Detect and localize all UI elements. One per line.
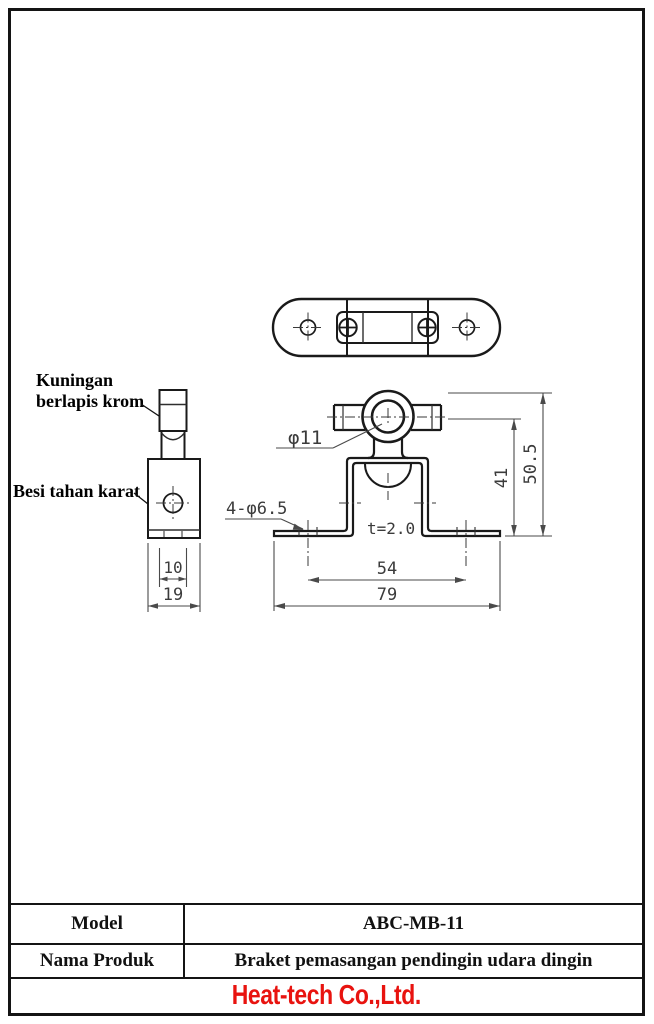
phillips-screw-right xyxy=(417,317,437,338)
dimension-hole-pitch-54: 54 xyxy=(308,559,466,583)
dim-text-19: 19 xyxy=(163,585,183,605)
side-saddle-arc xyxy=(160,432,186,441)
dim-text-79: 79 xyxy=(377,585,397,605)
dim-text-50-5: 50.5 xyxy=(521,444,541,485)
callout-hole-diameter: φ11 xyxy=(276,423,383,449)
callout-flange-holes: 4-φ6.5 xyxy=(225,499,304,530)
dim-text-thickness: t=2.0 xyxy=(367,519,415,538)
dimension-height-41: 41 xyxy=(448,418,521,536)
dim-text-54: 54 xyxy=(377,559,397,579)
leader-line-stainless xyxy=(133,492,149,505)
leader-line-brass xyxy=(140,403,160,417)
product-name-value: Braket pemasangan pendingin udara dingin xyxy=(234,950,593,972)
company-name: Heat-tech Co.,Ltd. xyxy=(231,979,422,1010)
dimension-knob-width-10: 10 xyxy=(158,548,188,587)
phillips-screw-left xyxy=(338,317,358,338)
material-label-stainless-text: Besi tahan karat xyxy=(13,481,140,501)
dim-text-4-phi6-5: 4-φ6.5 xyxy=(226,499,287,519)
page-border-frame xyxy=(8,8,645,1016)
side-body xyxy=(147,458,201,539)
side-view xyxy=(147,389,201,539)
title-block-row-product: Nama Produk Braket pemasangan pendingin … xyxy=(11,945,642,979)
top-view-obround-outline xyxy=(271,297,502,358)
material-label-brass-line1: Kuningan xyxy=(36,370,113,390)
dim-text-41: 41 xyxy=(492,468,512,488)
title-block-row-model: Model ABC-MB-11 xyxy=(11,905,642,946)
dim-text-phi11: φ11 xyxy=(288,427,322,449)
top-view xyxy=(271,297,502,358)
bracket-profile xyxy=(272,456,502,538)
model-value: ABC-MB-11 xyxy=(362,913,465,935)
dim-text-10: 10 xyxy=(163,558,182,577)
model-label: Model xyxy=(11,905,185,944)
title-block-row-company: Heat-tech Co.,Ltd. xyxy=(11,979,642,1011)
front-view xyxy=(272,389,502,566)
dimension-base-width-79: 79 xyxy=(273,541,501,611)
material-label-stainless: Besi tahan karat xyxy=(13,481,149,505)
dimension-height-50-5: 50.5 xyxy=(448,392,552,537)
product-name-label: Nama Produk xyxy=(11,945,185,977)
material-label-brass: Kuningan berlapis krom xyxy=(36,370,160,417)
dimension-body-width-19: 19 xyxy=(147,543,201,612)
material-label-brass-line2: berlapis krom xyxy=(36,391,144,411)
top-view-center-plate xyxy=(336,311,439,344)
title-block: Model ABC-MB-11 Nama Produk Braket pemas… xyxy=(11,903,642,1011)
side-knob xyxy=(158,389,188,432)
